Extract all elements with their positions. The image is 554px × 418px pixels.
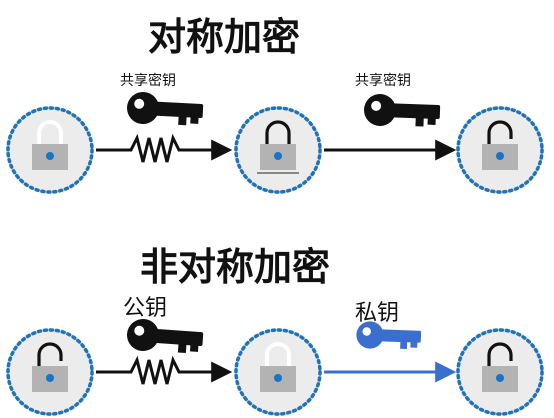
sym-encrypt-arrow [96, 133, 233, 163]
private-key-label: 私钥 [355, 301, 399, 326]
asym-encrypt-arrow [96, 355, 233, 385]
sym-ciphertext-node [234, 106, 322, 194]
shared-key-label-1: 共享密钥 [120, 72, 176, 89]
shared-key-label-2: 共享密钥 [355, 72, 411, 89]
shared-key-icon-2 [363, 93, 441, 129]
sym-plaintext-node [6, 106, 94, 194]
lock-closed-icon [257, 120, 299, 174]
public-key-icon [125, 317, 204, 356]
asym-ciphertext-node [234, 328, 322, 416]
asymmetric-title: 非对称加密 [140, 245, 330, 289]
shared-key-icon-1 [126, 91, 204, 128]
public-key-label: 公钥 [123, 296, 167, 321]
asym-decrypted-node [456, 328, 544, 416]
sym-decrypted-node [456, 106, 544, 194]
symmetric-title: 对称加密 [148, 15, 300, 59]
asym-plaintext-node [6, 328, 94, 416]
